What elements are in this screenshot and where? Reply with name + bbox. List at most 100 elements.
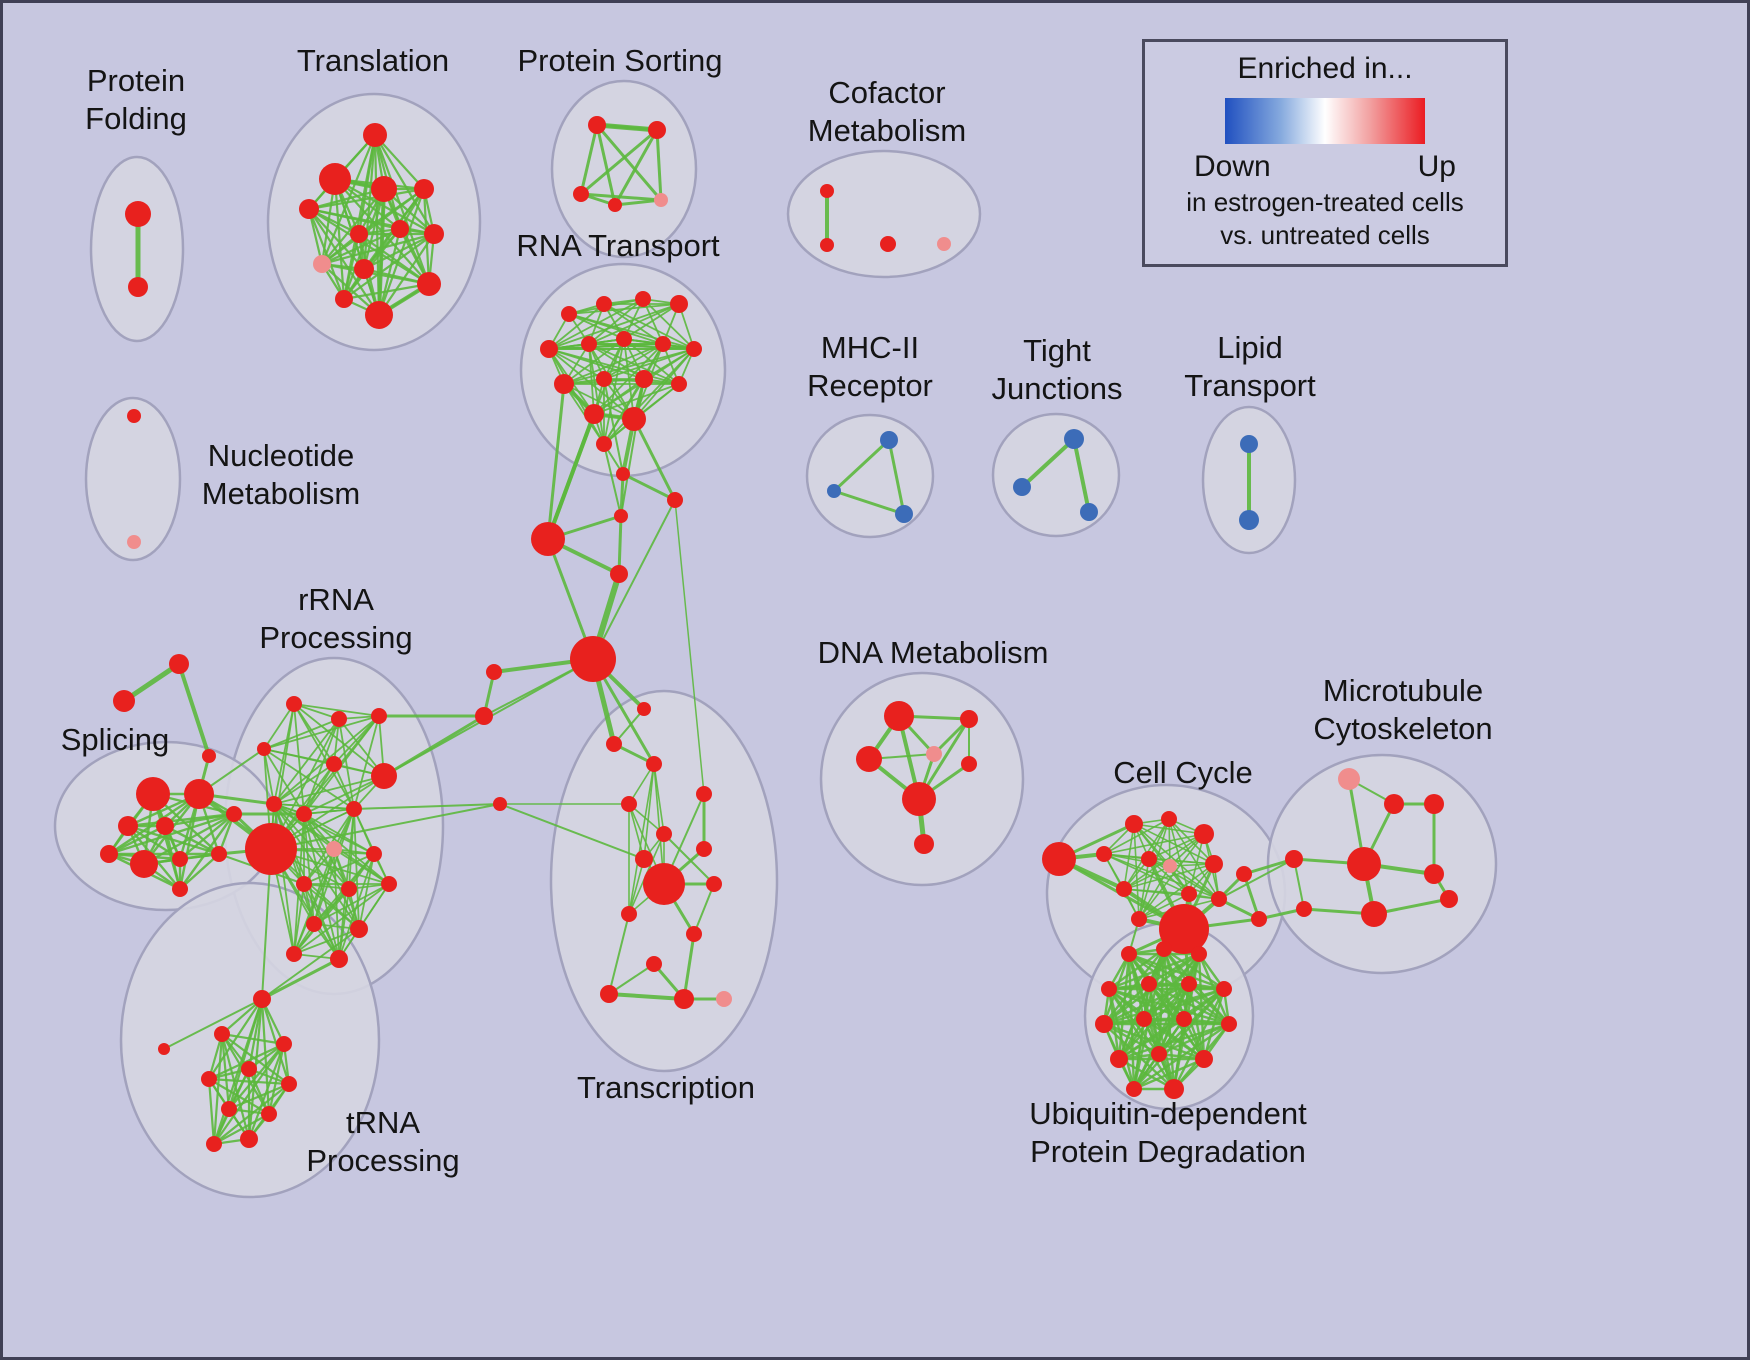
network-node-96 xyxy=(716,991,732,1007)
network-node-64 xyxy=(371,763,397,789)
network-edge xyxy=(307,207,366,271)
network-edge xyxy=(621,472,677,502)
network-node-49 xyxy=(136,777,170,811)
network-edge xyxy=(1107,952,1201,991)
cluster-ellipse-microtubule-cytoskeleton xyxy=(1266,753,1498,975)
network-node-69 xyxy=(326,841,342,857)
network-edge xyxy=(373,133,431,286)
cluster-ellipse-cofactor-metabolism xyxy=(786,149,982,279)
network-edge xyxy=(620,378,645,517)
network-edge xyxy=(1132,1017,1146,1091)
network-node-59 xyxy=(286,696,302,712)
network-node-61 xyxy=(371,708,387,724)
network-node-16 xyxy=(648,121,666,139)
network-node-40 xyxy=(667,492,683,508)
network-node-89 xyxy=(643,863,685,905)
legend-gradient-bar xyxy=(1225,98,1425,144)
network-edge xyxy=(607,992,686,1001)
network-edge xyxy=(260,957,341,1001)
cluster-label-nucleotide-metabolism: Metabolism xyxy=(202,476,361,511)
network-node-83 xyxy=(646,756,662,772)
network-edge xyxy=(1148,858,1215,865)
network-edge xyxy=(273,763,335,805)
network-node-11 xyxy=(354,259,374,279)
network-edge xyxy=(293,703,355,810)
network-edge xyxy=(1072,437,1091,514)
network-node-108 xyxy=(884,701,914,731)
network-node-74 xyxy=(306,916,322,932)
network-edge xyxy=(303,775,385,815)
network-edge xyxy=(1168,818,1220,900)
network-node-46 xyxy=(169,654,189,674)
network-node-44 xyxy=(610,565,628,583)
network-edge xyxy=(632,417,677,502)
network-edge xyxy=(207,1077,216,1146)
network-edge xyxy=(1102,982,1151,1026)
cluster-label-dna-metabolism: DNA Metabolism xyxy=(818,635,1049,670)
network-node-104 xyxy=(261,1106,277,1122)
network-edge xyxy=(548,303,605,350)
network-node-140 xyxy=(1156,941,1172,957)
network-node-58 xyxy=(172,881,188,897)
network-node-77 xyxy=(286,946,302,962)
network-node-39 xyxy=(596,436,612,452)
network-edge xyxy=(617,514,623,576)
network-edge xyxy=(362,232,436,271)
network-node-6 xyxy=(414,179,434,199)
network-node-110 xyxy=(856,746,882,772)
network-edge xyxy=(273,718,340,805)
network-node-151 xyxy=(1151,1046,1167,1062)
network-edge xyxy=(1148,833,1205,860)
network-node-98 xyxy=(214,1026,230,1042)
network-edge xyxy=(1117,1017,1186,1061)
network-node-1 xyxy=(128,277,148,297)
network-edge xyxy=(207,997,264,1081)
network-node-114 xyxy=(914,834,934,854)
network-node-55 xyxy=(130,850,158,878)
network-node-48 xyxy=(202,749,216,763)
network-edge xyxy=(178,812,236,891)
network-edge xyxy=(273,803,315,925)
network-edge xyxy=(320,187,386,266)
network-edge xyxy=(293,703,380,717)
network-node-127 xyxy=(1159,904,1209,954)
legend-subtitle-line1: in estrogen-treated cells xyxy=(1186,187,1464,217)
network-node-72 xyxy=(341,881,357,897)
network-edge xyxy=(338,853,375,960)
network-edge xyxy=(1138,858,1150,920)
network-edge xyxy=(338,888,350,960)
network-node-131 xyxy=(1384,794,1404,814)
network-node-78 xyxy=(486,664,502,680)
network-node-119 xyxy=(1096,846,1112,862)
network-edge xyxy=(579,128,659,196)
network-node-87 xyxy=(696,841,712,857)
network-node-122 xyxy=(1205,855,1223,873)
network-edge xyxy=(628,803,645,860)
network-edge xyxy=(1102,987,1226,1026)
network-node-17 xyxy=(573,186,589,202)
network-node-143 xyxy=(1141,976,1157,992)
network-node-8 xyxy=(391,220,409,238)
network-edge xyxy=(307,207,346,301)
network-edge xyxy=(358,853,375,930)
network-edge xyxy=(1169,865,1220,900)
network-node-5 xyxy=(371,176,397,202)
cluster-label-lipid-transport: Transport xyxy=(1184,368,1316,403)
cluster-label-transcription: Transcription xyxy=(577,1070,755,1105)
network-node-28 xyxy=(540,340,558,358)
network-node-7 xyxy=(350,225,368,243)
cluster-label-tight-junctions: Tight xyxy=(1023,333,1091,368)
network-node-130 xyxy=(1338,768,1360,790)
network-edge xyxy=(163,812,236,828)
network-node-112 xyxy=(961,756,977,772)
network-node-157 xyxy=(880,431,898,449)
network-edge xyxy=(603,378,645,445)
network-node-56 xyxy=(172,851,188,867)
network-node-148 xyxy=(1176,1011,1192,1027)
cluster-label-ubiquitin-degradation: Protein Degradation xyxy=(1030,1134,1306,1169)
network-node-111 xyxy=(926,746,942,762)
network-node-4 xyxy=(299,199,319,219)
network-edge xyxy=(247,1042,286,1141)
network-edge xyxy=(608,913,630,995)
